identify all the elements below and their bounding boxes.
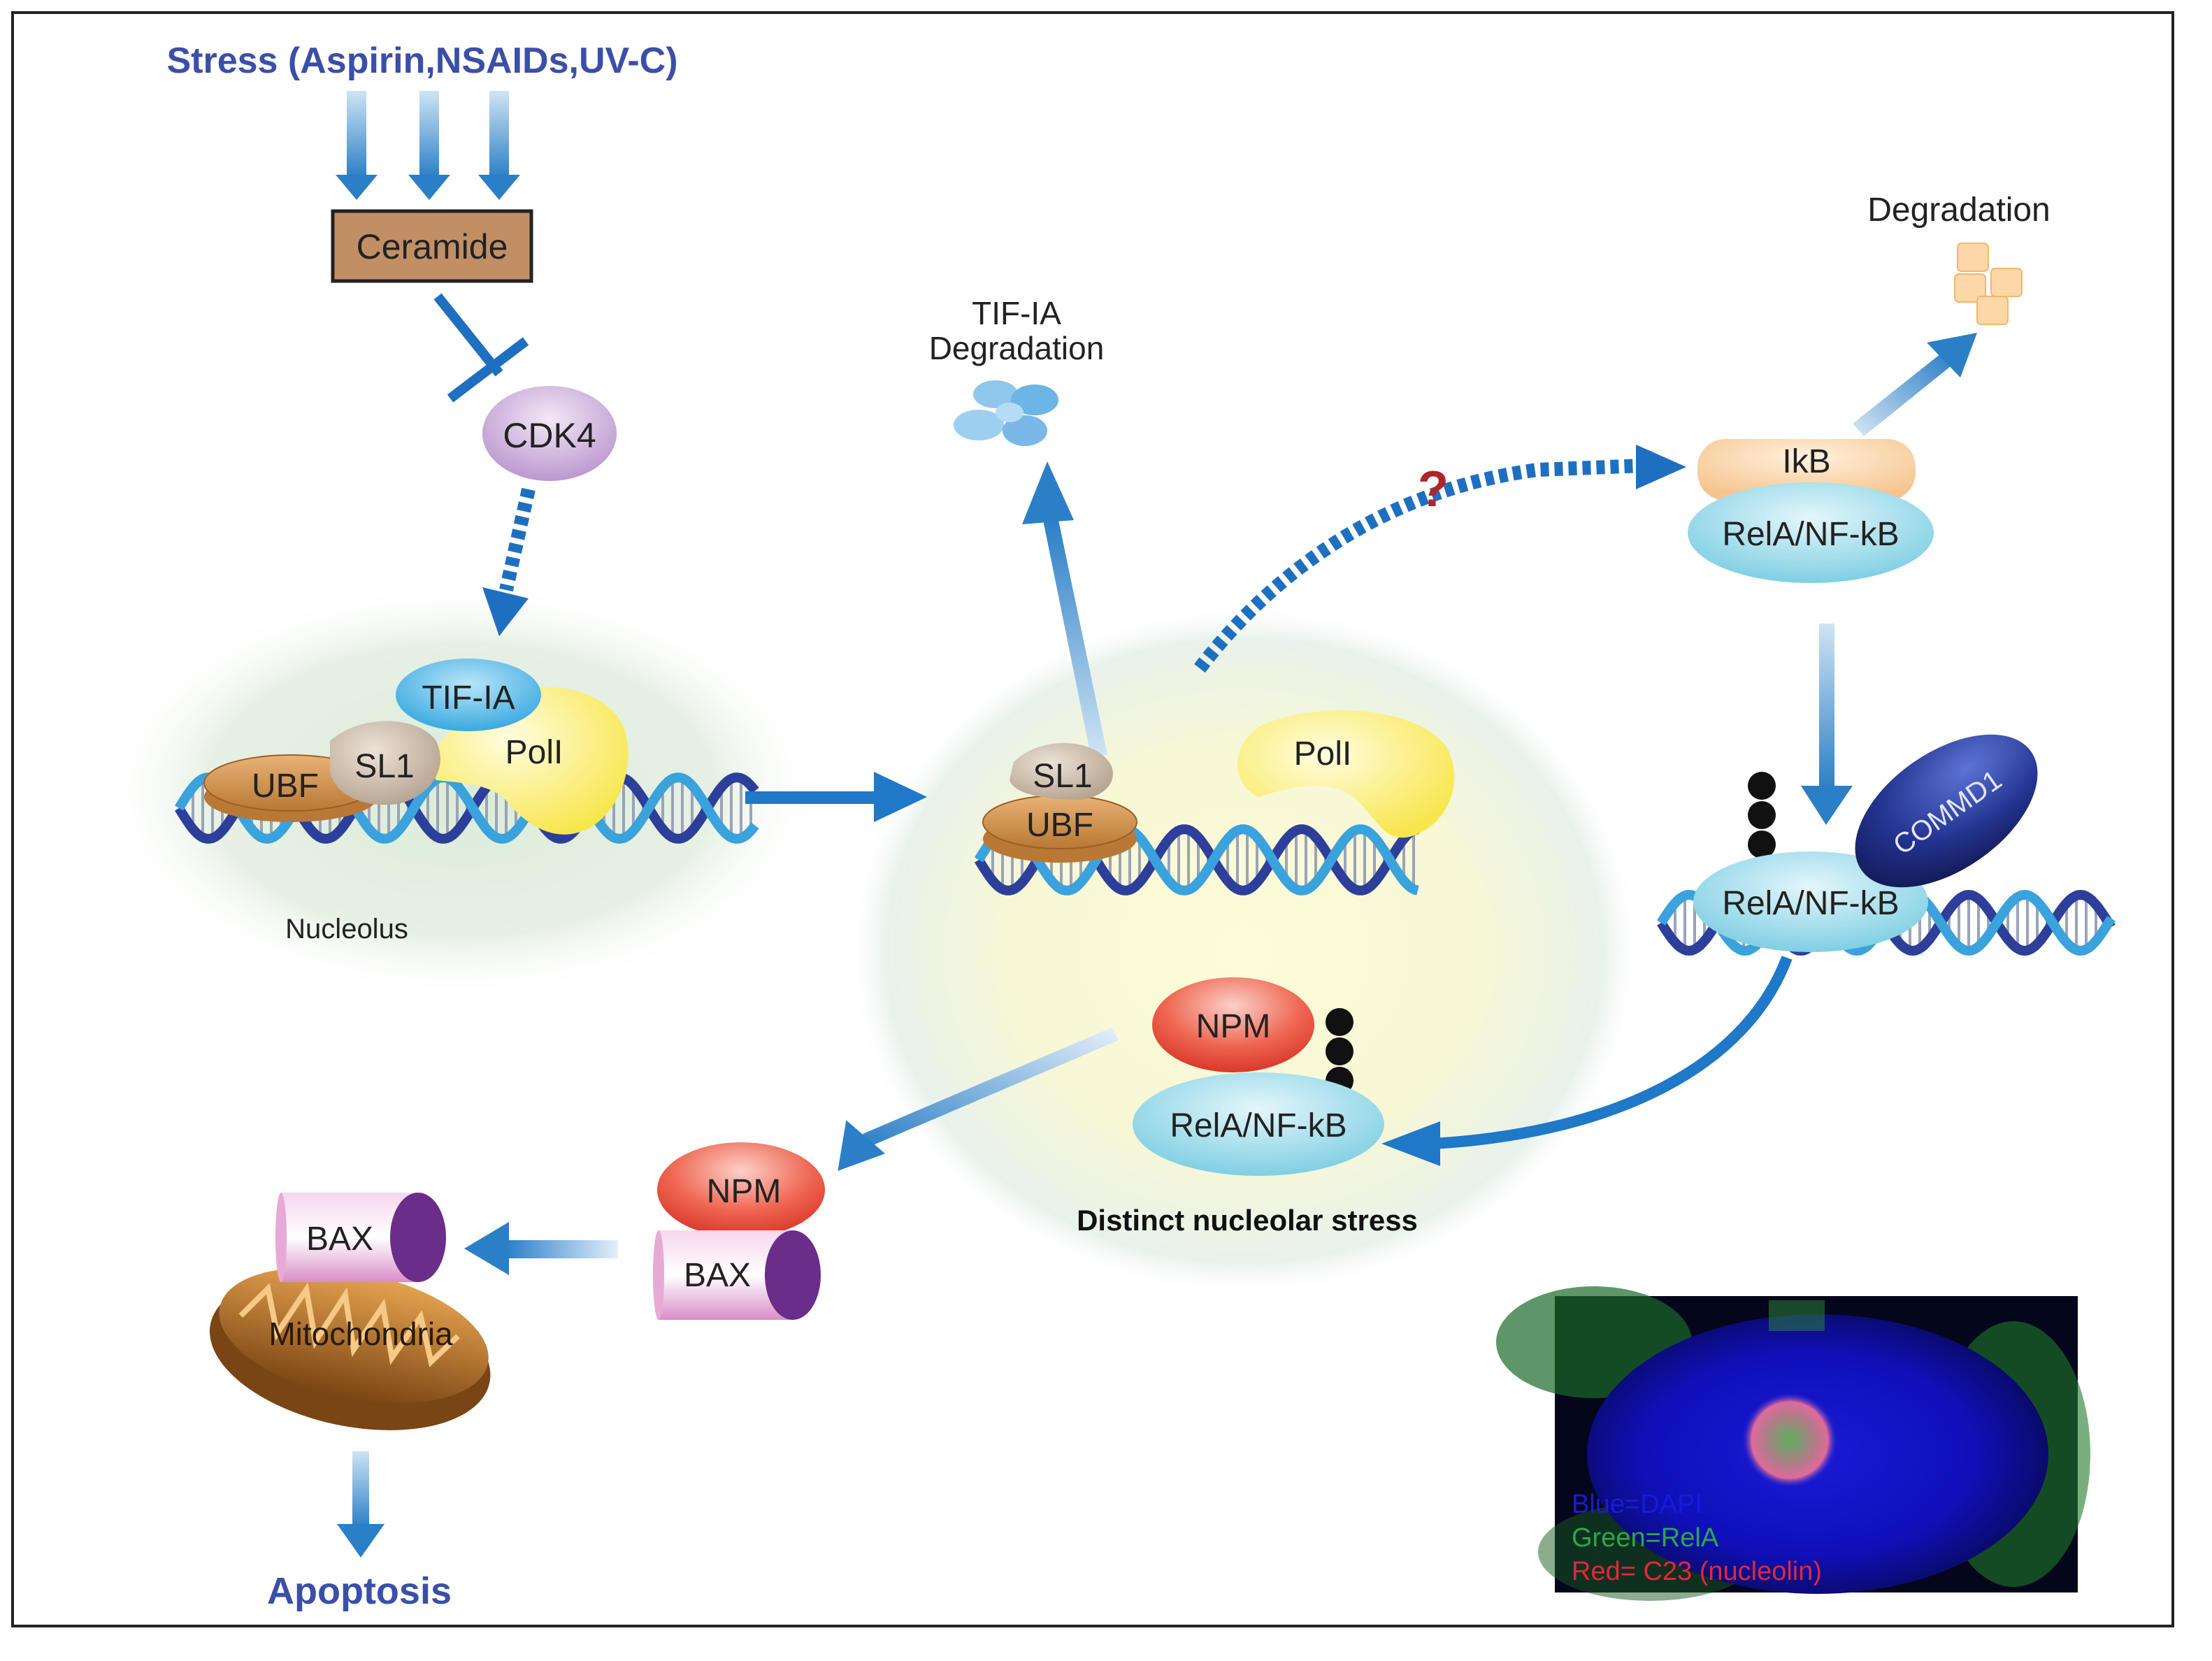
commd1-shape: [1855, 734, 2038, 888]
tifia-left: [396, 659, 541, 731]
cdk4-label: CDK4: [503, 416, 596, 455]
distinct-stress-label: Distinct nucleolar stress: [1077, 1204, 1418, 1237]
nucleolus-to-stress-arrow: [745, 772, 927, 822]
npm-export-arrow: [838, 1028, 1119, 1171]
figure-border: [11, 11, 2174, 1627]
phosphorylation-dots-right: [1748, 772, 1776, 858]
apoptosis-arrow: [337, 1451, 385, 1558]
legend-green: Green=RelA: [1572, 1523, 1719, 1553]
npm-bax-npm-ellipse: [657, 1142, 825, 1237]
rela-translocation-arrow: [1801, 624, 1853, 825]
nucleolus-label: Nucleolus: [285, 914, 408, 944]
unknown-pathway-arrow: [1194, 445, 1686, 673]
sl1-left-label: SL1: [354, 748, 414, 785]
mitochondria-label: Mitochondria: [268, 1316, 453, 1352]
tifia-fragments-icon: [954, 380, 1058, 446]
npm-bax-bax-cylinder: [653, 1230, 821, 1320]
bax-to-mitochondria-arrow: [464, 1222, 618, 1275]
inhibition-arrow: [433, 293, 529, 403]
degradation-fragments-icon: [1954, 243, 2023, 325]
sl1-left: [330, 721, 440, 805]
rela-to-npm-arrow: [1381, 956, 1793, 1166]
bax-mito-cylinder: [275, 1193, 446, 1282]
ikb-degradation-arrow: [1853, 333, 1977, 436]
degradation-label: Degradation: [1867, 192, 2051, 229]
dna-strand: [975, 824, 1419, 896]
ceramide-box: [331, 209, 533, 283]
cdk4-dashed-arrow: [482, 487, 536, 636]
poli-center-label: PolI: [1294, 735, 1352, 772]
sl1-center: [1010, 742, 1113, 800]
stress-arrows: [336, 91, 520, 200]
tifia-degradation-label-2: Degradation: [929, 330, 1105, 366]
dna-strand: [175, 772, 759, 844]
tifia-degradation-arrow: [1022, 461, 1107, 755]
tifia-left-label: TIF-IA: [422, 680, 515, 717]
rela-center-ellipse: [1133, 1072, 1384, 1176]
ikb-label: IkB: [1782, 443, 1830, 480]
ceramide-label: Ceramide: [357, 227, 508, 266]
bax-mito-label: BAX: [306, 1221, 373, 1258]
apoptosis-label: Apoptosis: [267, 1570, 452, 1612]
mitochondria-shape: [209, 1267, 491, 1430]
rela-dna-label: RelA/NF-kB: [1722, 885, 1899, 922]
ubf-center-label: UBF: [1026, 807, 1093, 844]
npm-bax-npm-label: NPM: [707, 1173, 782, 1210]
legend-red: Red= C23 (nucleolin): [1572, 1557, 1822, 1586]
sl1-center-label: SL1: [1033, 758, 1092, 795]
rela-top-ellipse: [1688, 482, 1934, 583]
rela-top-label: RelA/NF-kB: [1722, 516, 1899, 553]
ubf-left-label: UBF: [252, 768, 319, 805]
poli-center: [1237, 710, 1455, 838]
question-mark: ?: [1418, 461, 1449, 517]
tifia-degradation-label-1: TIF-IA: [972, 295, 1061, 331]
rela-center-label: RelA/NF-kB: [1170, 1107, 1346, 1144]
ikb-shape: [1697, 439, 1916, 501]
npm-center-ellipse: [1152, 977, 1314, 1072]
stress-nucleolus-region: [846, 604, 1643, 1297]
npm-center-label: NPM: [1196, 1008, 1271, 1045]
legend-blue: Blue=DAPI: [1572, 1490, 1702, 1519]
npm-bax-bax-label: BAX: [684, 1257, 751, 1294]
stress-title: Stress (Aspirin,NSAIDs,UV-C): [166, 41, 677, 81]
cdk4-ellipse: [482, 386, 617, 481]
micrograph-inset: [1496, 1286, 2090, 1601]
poli-left-label: PolI: [505, 734, 563, 771]
